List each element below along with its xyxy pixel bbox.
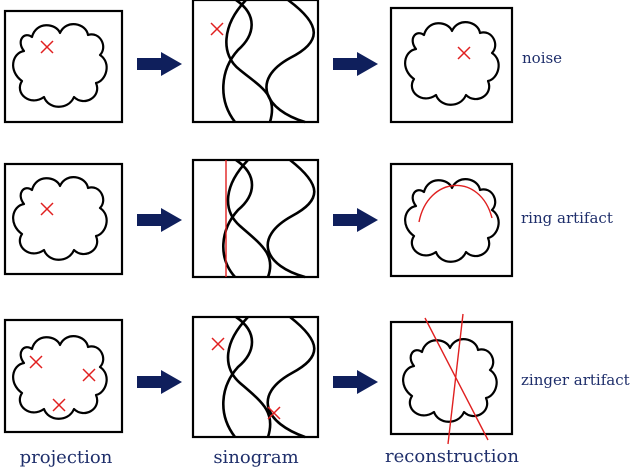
projection-panel xyxy=(3,162,124,276)
row-label-noise: noise xyxy=(522,49,562,67)
x-marker xyxy=(40,40,54,54)
column-label-reconstruction: reconstruction xyxy=(385,446,519,467)
row-noise: noise xyxy=(3,0,562,124)
row-label-zinger-artifact: zinger artifact xyxy=(521,371,630,389)
sinogram-panel xyxy=(191,315,320,439)
x-marker xyxy=(40,202,54,216)
reconstruction-panel xyxy=(389,162,514,278)
x-marker xyxy=(457,46,471,60)
arrow-icon xyxy=(137,370,182,394)
x-marker xyxy=(82,368,96,382)
column-label-projection: projection xyxy=(20,447,113,468)
x-marker xyxy=(211,337,225,351)
sinogram-panel xyxy=(191,158,320,279)
projection-panel xyxy=(3,318,124,434)
arrow-icon xyxy=(333,208,378,232)
zinger-streak xyxy=(447,313,464,445)
ring-arc xyxy=(418,184,493,223)
x-marker xyxy=(267,406,281,420)
arrow-icon xyxy=(333,52,378,76)
arrow-icon xyxy=(137,208,182,232)
sinogram-panel xyxy=(191,0,320,124)
arrow-icon xyxy=(333,370,378,394)
x-marker xyxy=(29,355,43,369)
sinogram-curves xyxy=(222,158,316,279)
row-label-ring-artifact: ring artifact xyxy=(521,209,613,227)
x-marker xyxy=(52,398,66,412)
row-zinger-artifact: zinger artifact xyxy=(3,313,630,445)
zinger-streak xyxy=(424,317,489,441)
column-label-sinogram: sinogram xyxy=(213,447,298,468)
sinogram-curves xyxy=(222,0,316,124)
projection-panel xyxy=(3,9,124,124)
reconstruction-panel xyxy=(389,6,514,124)
x-marker xyxy=(210,22,224,36)
arrow-icon xyxy=(137,52,182,76)
row-ring-artifact: ring artifact xyxy=(3,158,613,279)
